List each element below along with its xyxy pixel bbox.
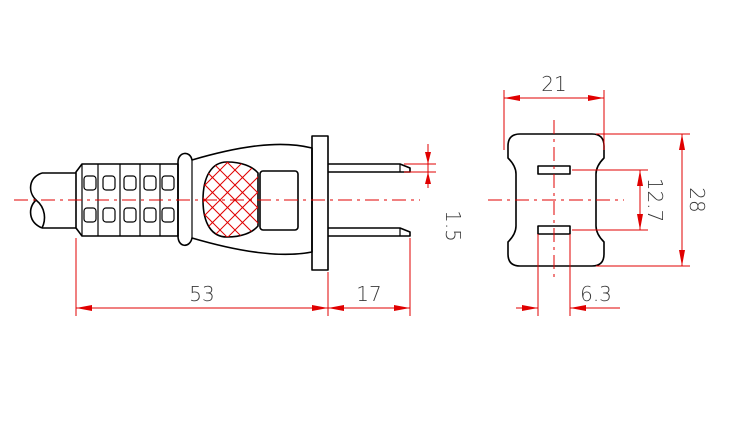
width-label: 21 <box>541 72 566 96</box>
body-length-label: 53 <box>189 282 214 306</box>
pin-thickness-label: 1.5 <box>441 210 465 242</box>
plug-body <box>177 143 313 256</box>
pin-width-label: 6.3 <box>580 282 612 306</box>
plug-flange <box>311 135 329 271</box>
pin-spacing-label: 12.7 <box>643 178 667 223</box>
dimension-pin-width: 6.3 <box>516 234 620 316</box>
height-label: 28 <box>685 187 709 212</box>
plug-pins <box>328 163 411 237</box>
dimension-height: 28 <box>596 133 709 267</box>
pin-length-label: 17 <box>356 282 381 306</box>
dimension-width: 21 <box>503 72 605 150</box>
dimension-body-length: 53 <box>75 238 329 316</box>
plug-face <box>507 133 605 267</box>
dimension-pin-length: 17 <box>328 238 411 316</box>
front-view: 21 28 12.7 6.3 <box>488 72 709 316</box>
side-view: 53 17 1.5 <box>14 135 465 316</box>
dimension-pin-thickness: 1.5 <box>404 144 465 242</box>
dimension-pin-spacing: 12.7 <box>572 169 667 231</box>
